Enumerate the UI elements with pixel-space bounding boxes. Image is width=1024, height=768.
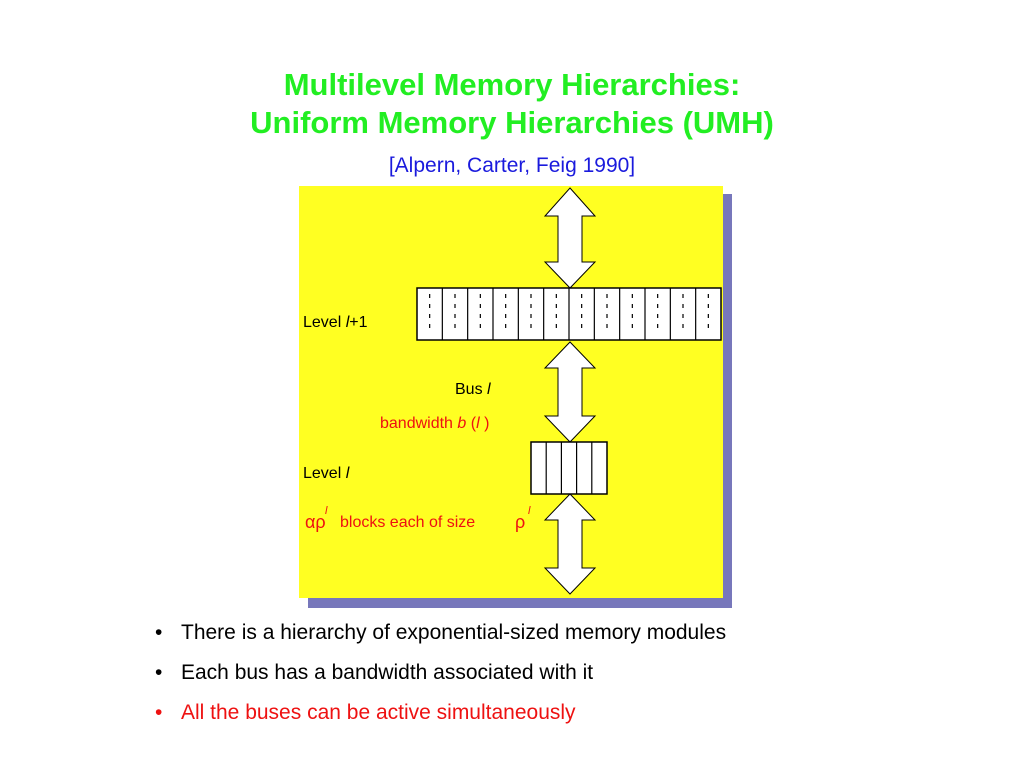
level-lower-label: Level l [303,465,350,482]
lower-memory-block [530,441,608,495]
bullet-item-3: • All the buses can be active simultaneo… [155,699,726,727]
bullet-dot: • [155,621,163,644]
lower-block-outline [530,441,608,495]
bottom-double-arrow [543,493,597,595]
level-upper-label: Level l+1 [303,314,368,331]
title-line-2: Uniform Memory Hierarchies (UMH) [250,105,774,140]
bullet-item-2: • Each bus has a bandwidth associated wi… [155,659,726,687]
bus-label: Bus l [455,381,491,398]
citation: [Alpern, Carter, Feig 1990] [388,154,636,177]
rho-superscript: l [528,505,531,517]
bullet-list: • There is a hierarchy of exponential-si… [155,619,726,739]
bullet-text: All the buses can be active simultaneous… [181,701,576,724]
upper-memory-block [416,287,722,341]
bullet-text: Each bus has a bandwidth associated with… [181,661,594,684]
alpha-rho-symbol: αρ [305,512,326,532]
bullet-text: There is a hierarchy of exponential-size… [181,621,727,644]
slide-title: Multilevel Memory Hierarchies: Uniform M… [0,66,1024,142]
blocks-label: αρ l blocks each of size ρ l [305,505,531,532]
diagram-panel [299,186,723,598]
rho-symbol: ρ [515,512,525,532]
blocks-description: blocks each of size [340,514,475,531]
bullet-dot: • [155,661,163,684]
bullet-dot: • [155,701,163,724]
alpha-rho-superscript: l [325,505,328,517]
title-line-1: Multilevel Memory Hierarchies: [283,67,741,102]
bandwidth-label: bandwidth b (l ) [380,415,489,432]
bullet-item-1: • There is a hierarchy of exponential-si… [155,619,726,647]
